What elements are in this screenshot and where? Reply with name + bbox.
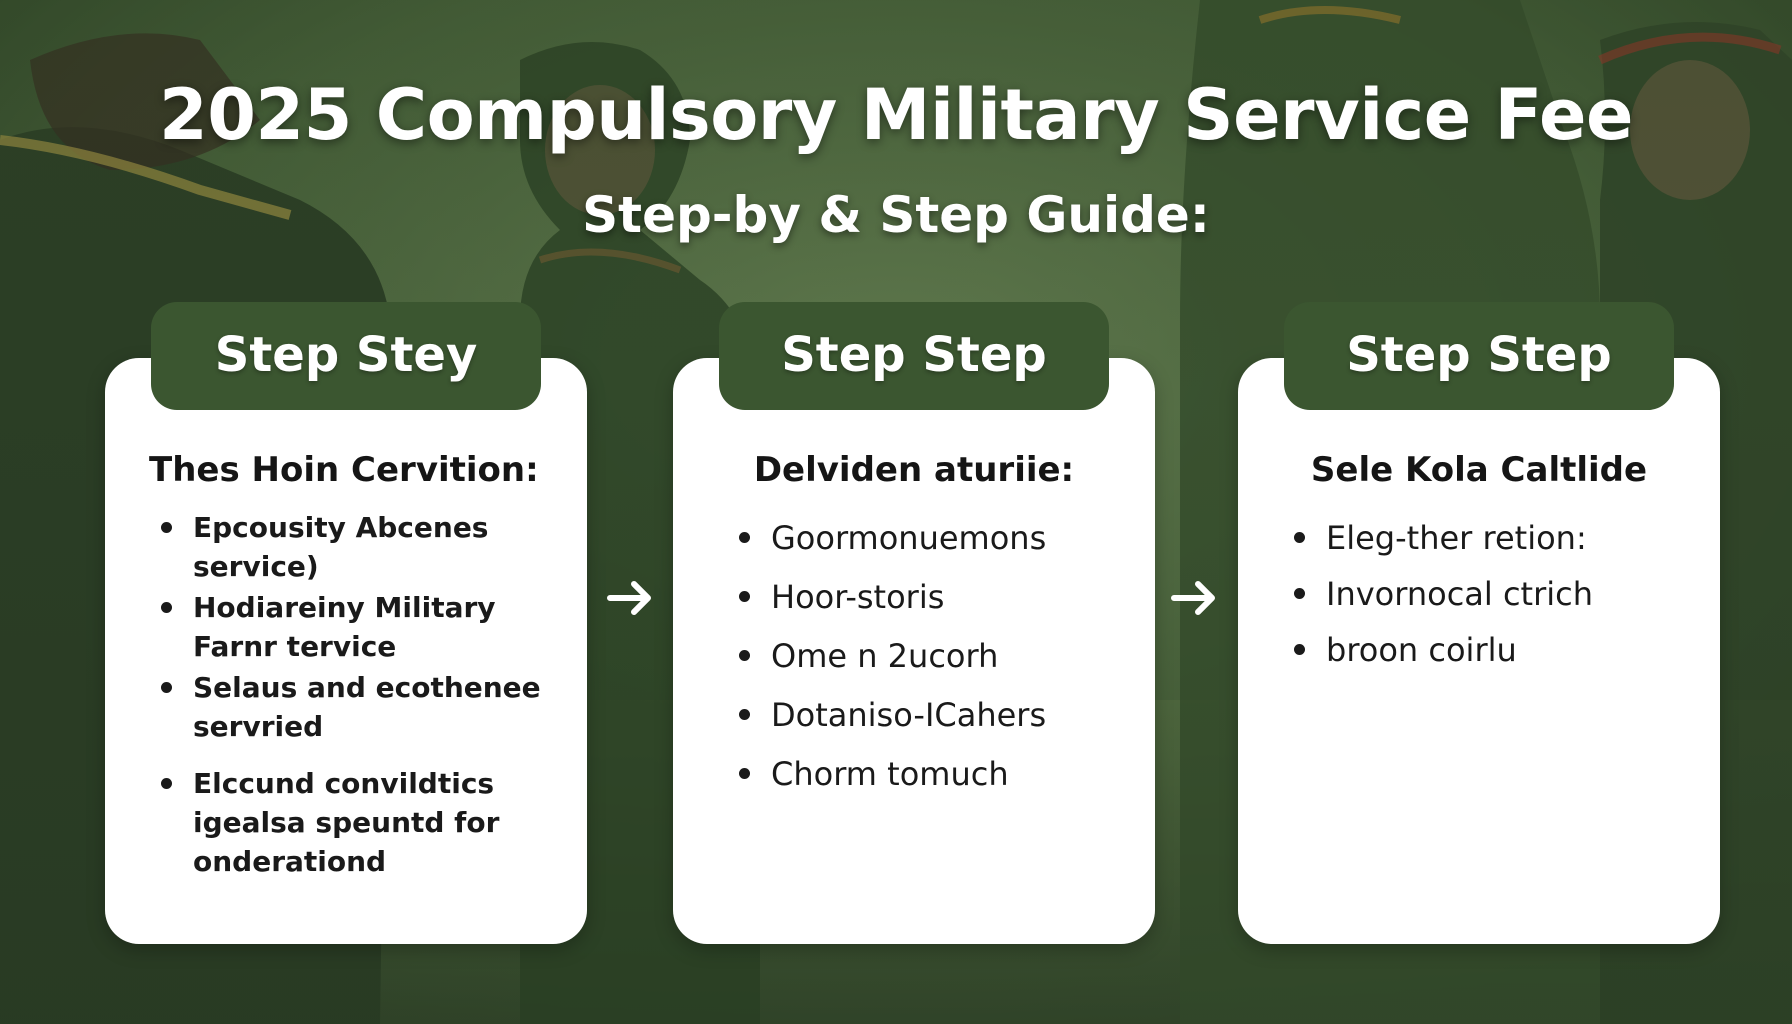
page-subtitle: Step-by & Step Guide: [582,186,1210,244]
list-item: Invornocal ctrich [1290,572,1710,616]
list-item: Dotaniso-ICahers [735,693,1145,737]
list-item-text: Epcousity Abcenes service) [193,511,489,583]
step-tab-3: Step Step [1284,302,1674,410]
step-tab-1: Step Stey [151,302,541,410]
list-item: Ome n 2ucorh [735,634,1145,678]
list-item-text: Elccund convildtics igealsa speuntd for … [193,767,500,878]
list-item: Hoor-storis [735,575,1145,619]
list-item-text: broon coirlu [1326,631,1517,669]
list-item: Chorm tomuch [735,752,1145,796]
list-item: Hodiareiny Military Farnr tervice [157,588,577,666]
list-item: Eleg-ther retion: [1290,516,1710,560]
list-item-text: Eleg-ther retion: [1326,519,1587,557]
list-item: Selaus and ecothenee servried [157,668,577,746]
bullet-icon [1294,532,1305,543]
step-card-list: Epcousity Abcenes service) Hodiareiny Mi… [157,508,577,883]
bullet-icon [161,522,172,533]
list-item-text: Hodiareiny Military Farnr tervice [193,591,496,663]
bullet-icon [1294,588,1305,599]
list-item-text: Invornocal ctrich [1326,575,1594,613]
arrow-right-icon [607,581,651,615]
list-item-text: Selaus and ecothenee servried [193,671,541,743]
list-item: Elccund convildtics igealsa speuntd for … [157,764,577,881]
bullet-icon [739,768,750,779]
bullet-icon [739,709,750,720]
list-item-text: Chorm tomuch [771,755,1009,793]
page-title: 2025 Compulsory Military Service Fee [159,74,1633,156]
list-item-text: Ome n 2ucorh [771,637,999,675]
step-card-list: Eleg-ther retion: Invornocal ctrich broo… [1290,516,1710,684]
list-item: broon coirlu [1290,628,1710,672]
list-item: Epcousity Abcenes service) [157,508,577,586]
bullet-icon [1294,644,1305,655]
bullet-icon [161,778,172,789]
bullet-icon [161,602,172,613]
bullet-icon [739,532,750,543]
step-tab-2: Step Step [719,302,1109,410]
list-item: Goormonuemons [735,516,1145,560]
step-card-heading: Sele Kola Caltlide [1310,450,1648,490]
arrow-right-icon [1171,581,1215,615]
step-card-list: Goormonuemons Hoor-storis Ome n 2ucorh D… [735,516,1145,811]
step-card-1: Thes Hoin Cervition: Epcousity Abcenes s… [105,358,587,944]
step-card-heading: Delviden aturiie: [753,450,1075,490]
bullet-icon [739,650,750,661]
step-card-3: Sele Kola Caltlide Eleg-ther retion: Inv… [1238,358,1720,944]
step-card-2: Delviden aturiie: Goormonuemons Hoor-sto… [673,358,1155,944]
step-card-heading: Thes Hoin Cervition: [149,450,539,490]
list-item-text: Goormonuemons [771,519,1047,557]
bullet-icon [161,682,172,693]
list-item-text: Hoor-storis [771,578,945,616]
list-item-text: Dotaniso-ICahers [771,696,1047,734]
bullet-icon [739,591,750,602]
